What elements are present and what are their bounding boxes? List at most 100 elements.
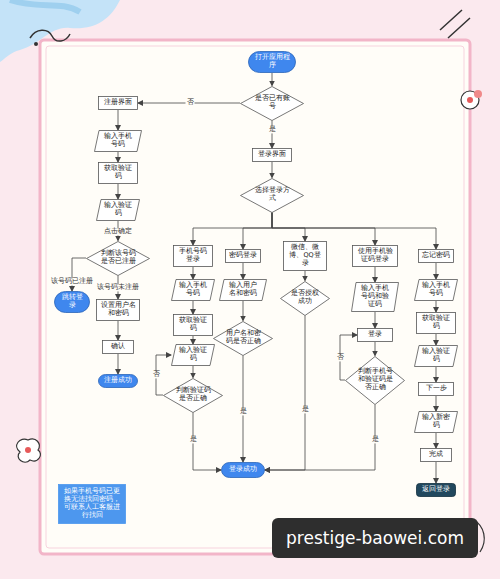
watermark: prestige-baowei.com	[272, 518, 478, 558]
process-box: 手机号码登录	[173, 245, 213, 267]
process-box: 下一步	[418, 382, 454, 396]
node-text: 登录成功	[229, 466, 257, 474]
node-text: 登录界面	[258, 151, 286, 159]
process-box: 登录	[357, 328, 393, 342]
flow-connector	[193, 366, 194, 378]
node-text: 是否授权成功	[290, 290, 320, 306]
flow-connector	[193, 301, 194, 314]
node-text: 下一步	[426, 385, 447, 393]
node-text: 判断手机号和验证码是否正确	[357, 368, 393, 391]
flow-connector	[375, 267, 376, 282]
process-box: 设置用户名和密码	[96, 299, 140, 321]
terminal-box: 返回登录	[416, 483, 456, 497]
flow-connector	[436, 396, 437, 411]
io-parallelogram: 输入手机号码	[171, 279, 215, 301]
node-text: 输入手机号码	[101, 133, 135, 149]
terminal-oval: 打开应用程序	[248, 51, 296, 73]
process-box: 获取验证码	[173, 314, 213, 336]
flow-connector	[436, 433, 437, 448]
node-text: 输入手机号码	[421, 282, 451, 298]
flow-connector	[436, 462, 437, 483]
io-parallelogram: 输入手机号码和验证码	[351, 282, 399, 312]
edge-label: 否	[186, 99, 195, 106]
node-text: 输入验证码	[103, 202, 133, 218]
node-text: 忘记密码	[422, 252, 450, 260]
flow-connector	[72, 258, 86, 291]
edge-label: 是	[239, 408, 248, 415]
decision-diamond: 是否已有账号	[240, 86, 304, 121]
flow-connector	[193, 213, 272, 246]
io-parallelogram: 输入手机号码	[94, 130, 142, 152]
edge-label: 该号码已注册	[50, 278, 94, 285]
node-text: 手机号码登录	[176, 248, 210, 264]
process-box: 获取验证码	[98, 162, 138, 184]
node-text: 确认	[111, 343, 125, 351]
process-box: 确认	[102, 340, 134, 354]
node-text: 是否已有账号	[253, 95, 291, 111]
node-text: 输入新密码	[421, 414, 451, 430]
node-text: 注册界面	[104, 99, 132, 107]
flow-connector	[118, 321, 119, 340]
terminal-oval: 跳转登录	[54, 291, 90, 313]
note-box: 如果手机号码已更换无法找回密码，可联系人工客服进行找回	[58, 484, 126, 524]
terminal-oval: 注册成功	[98, 374, 138, 388]
decision-diamond: 判断该号码是否已注册	[86, 241, 150, 276]
flow-connector	[118, 152, 119, 162]
process-box: 获取验证码	[416, 312, 456, 334]
edge-label: 该号码未注册	[96, 284, 140, 291]
node-text: 设置用户名和密码	[99, 302, 137, 318]
edge-label: 是	[301, 406, 310, 413]
edge-label: 是	[371, 436, 380, 443]
node-text: 输入验证码	[178, 347, 208, 363]
edge-label: 点击确定	[103, 228, 133, 235]
edge-label: 否	[336, 354, 345, 361]
edge-label: 否	[152, 371, 161, 378]
flow-connector	[305, 271, 306, 281]
node-text: 判断验证码是否正确	[175, 387, 211, 403]
edge-label: 是	[189, 436, 198, 443]
io-parallelogram: 输入验证码	[96, 199, 140, 221]
decision-diamond: 选择登录方式	[240, 178, 304, 213]
flow-connector	[272, 213, 305, 242]
io-parallelogram: 输入用户名和密码	[219, 279, 267, 301]
decision-diamond: 判断手机号和验证码是否正确	[345, 356, 405, 405]
flow-connector	[243, 213, 272, 250]
node-text: 打开应用程序	[253, 54, 291, 70]
node-text: 登录	[368, 331, 382, 339]
io-parallelogram: 输入新密码	[414, 411, 458, 433]
flow-connector	[243, 263, 244, 279]
node-text: 微信、微博、QQ登录	[286, 244, 324, 267]
node-text: 输入验证码	[421, 348, 451, 364]
io-parallelogram: 输入手机号码	[414, 279, 458, 301]
process-box: 使用手机验证码登录	[352, 245, 398, 267]
process-box: 完成	[420, 448, 452, 462]
node-text: 选择登录方式	[253, 187, 291, 203]
io-parallelogram: 输入验证码	[171, 344, 215, 366]
flow-connector	[375, 342, 376, 356]
flow-connector	[118, 110, 119, 130]
process-box: 注册界面	[98, 96, 138, 110]
node-text: 获取验证码	[101, 165, 135, 181]
decision-diamond: 判断验证码是否正确	[163, 378, 223, 413]
flow-connector	[272, 213, 375, 246]
node-text: 完成	[429, 451, 443, 459]
terminal-oval: 登录成功	[221, 462, 265, 478]
flow-connector	[272, 121, 273, 149]
node-text: 获取验证码	[419, 315, 453, 331]
node-text: 如果手机号码已更换无法找回密码，可联系人工客服进行找回	[62, 488, 122, 519]
flow-connector	[118, 184, 119, 199]
process-box: 忘记密码	[418, 249, 454, 263]
process-box: 登录界面	[252, 148, 292, 162]
node-text: 输入手机号码和验证码	[358, 285, 392, 308]
process-box: 密码登录	[225, 249, 261, 263]
node-text: 用户名和密码是否正确	[225, 330, 261, 346]
node-text: 输入手机号码	[178, 282, 208, 298]
node-text: 密码登录	[229, 252, 257, 260]
flow-connector	[272, 162, 273, 178]
node-text: 获取验证码	[176, 317, 210, 333]
node-text: 使用手机验证码登录	[355, 248, 395, 264]
flow-connector	[193, 336, 194, 344]
flow-connector	[375, 312, 376, 328]
io-parallelogram: 输入验证码	[414, 345, 458, 367]
